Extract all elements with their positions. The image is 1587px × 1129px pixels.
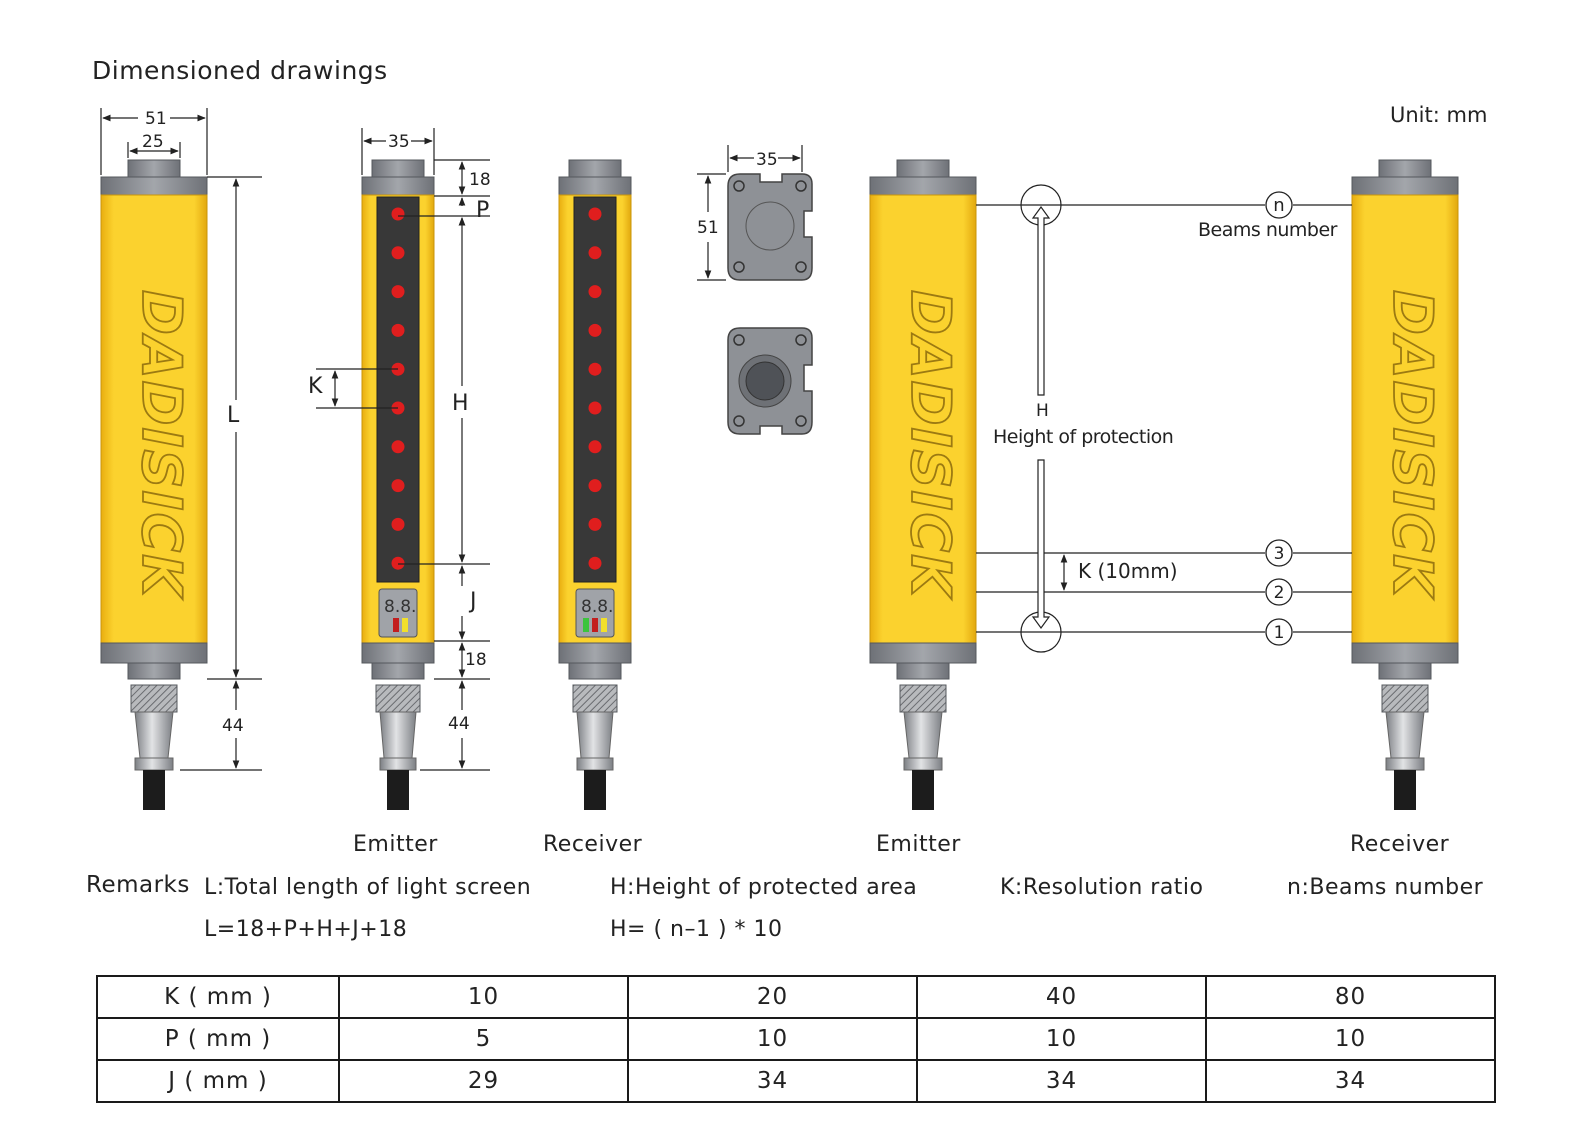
beam-2-label: 2 [1274, 583, 1285, 603]
page-title: Dimensioned drawings [92, 56, 388, 85]
unit-label: Unit: mm [1390, 103, 1488, 127]
caption-emitter-right: Emitter [876, 832, 961, 857]
dimension-diagram: DADISICK 8.8. 8.8. [100, 108, 1459, 810]
dim-H: H [452, 391, 469, 416]
remark-L-def: L:Total length of light screen [204, 875, 532, 900]
dim-J: J [468, 589, 477, 614]
table-cell: 10 [1205, 1017, 1496, 1061]
dim-44-mid: 44 [448, 714, 470, 734]
remark-n-def: n:Beams number [1287, 875, 1484, 900]
row-label-J: J ( mm ) [96, 1059, 340, 1103]
dim-P: P [476, 198, 489, 223]
dim-K: K [308, 374, 323, 399]
table-row: J ( mm ) 29 34 34 34 [96, 1059, 1496, 1103]
side-view-bar: DADISICK [100, 159, 208, 810]
caption-receiver-right: Receiver [1350, 832, 1450, 857]
led-dot [391, 285, 405, 299]
beam-marker-n [1265, 191, 1293, 219]
led-dot [391, 207, 405, 221]
dim-width-25: 25 [142, 132, 164, 152]
led-dot [391, 556, 405, 570]
led-dot [588, 246, 602, 260]
table-cell: 20 [627, 975, 918, 1019]
table-cell: 10 [916, 1017, 1207, 1061]
led-dot [588, 207, 602, 221]
caption-receiver-left: Receiver [543, 832, 643, 857]
led-dot [588, 479, 602, 493]
profile-top-view [727, 173, 813, 281]
beams-number-label: Beams number [1198, 219, 1338, 241]
dim-profile-35: 35 [756, 150, 778, 170]
led-dot [588, 517, 602, 531]
dim-18-top: 18 [469, 170, 491, 190]
row-label-P: P ( mm ) [96, 1017, 340, 1061]
led-dot [588, 323, 602, 337]
beam-marker-2 [1265, 578, 1293, 606]
emitter-front-bar: 8.8. [361, 159, 435, 810]
table-cell: 34 [916, 1059, 1207, 1103]
svg-text:8.8.: 8.8. [581, 597, 613, 617]
receiver-front-bar: 8.8. [558, 159, 632, 810]
remark-H-def: H:Height of protected area [610, 875, 918, 900]
dim-width-35: 35 [388, 132, 410, 152]
led-dot [391, 440, 405, 454]
led-dot [588, 362, 602, 376]
beam-1-label: 1 [1274, 623, 1285, 643]
right-receiver-bar: DADISICK [1351, 159, 1459, 810]
caption-emitter-left: Emitter [353, 832, 438, 857]
led-dot [588, 556, 602, 570]
remark-H-formula: H= ( n–1 ) * 10 [610, 917, 783, 942]
led-dot [588, 401, 602, 415]
height-of-protection-label: Height of protection [993, 426, 1173, 448]
row-label-K: K ( mm ) [96, 975, 340, 1019]
table-cell: 29 [338, 1059, 629, 1103]
table-cell: 34 [627, 1059, 918, 1103]
table-cell: 10 [338, 975, 629, 1019]
led-dot [588, 285, 602, 299]
dim-profile-51: 51 [697, 218, 719, 238]
remark-L-formula: L=18+P+H+J+18 [204, 917, 408, 942]
table-cell: 80 [1205, 975, 1496, 1019]
profile-bottom-view [727, 327, 813, 435]
dim-18-bottom: 18 [465, 650, 487, 670]
beam-marker-1 [1265, 618, 1293, 646]
dim-width-51: 51 [145, 109, 167, 129]
table-cell: 10 [627, 1017, 918, 1061]
table-cell: 34 [1205, 1059, 1496, 1103]
led-dot [391, 517, 405, 531]
beam-marker-3 [1265, 539, 1293, 567]
spec-table: K ( mm ) 10 20 40 80 P ( mm ) 5 10 10 10… [96, 975, 1496, 1103]
remark-K-def: K:Resolution ratio [1000, 875, 1204, 900]
table-cell: 5 [338, 1017, 629, 1061]
led-dot [391, 323, 405, 337]
beam-3-label: 3 [1274, 544, 1285, 564]
brand-text-side: DADISICK [130, 290, 193, 600]
table-row: K ( mm ) 10 20 40 80 [96, 975, 1496, 1019]
table-cell: 40 [916, 975, 1207, 1019]
dim-L: L [227, 403, 240, 428]
height-arrow [1031, 205, 1051, 630]
led-dot [391, 246, 405, 260]
height-H-label: H [1036, 401, 1049, 421]
dim-44-left: 44 [222, 716, 244, 736]
table-row: P ( mm ) 5 10 10 10 [96, 1017, 1496, 1061]
remarks-heading: Remarks [86, 872, 190, 898]
beam-n-label: n [1273, 195, 1284, 216]
led-dot [588, 440, 602, 454]
beam-markers [1265, 191, 1293, 646]
svg-text:8.8.: 8.8. [384, 597, 416, 617]
brand-text-right-receiver: DADISICK [1381, 290, 1444, 600]
brand-text-right-emitter: DADISICK [899, 290, 962, 600]
led-dot [391, 479, 405, 493]
k-10mm-label: K (10mm) [1078, 559, 1178, 583]
right-emitter-bar: DADISICK [869, 159, 977, 810]
